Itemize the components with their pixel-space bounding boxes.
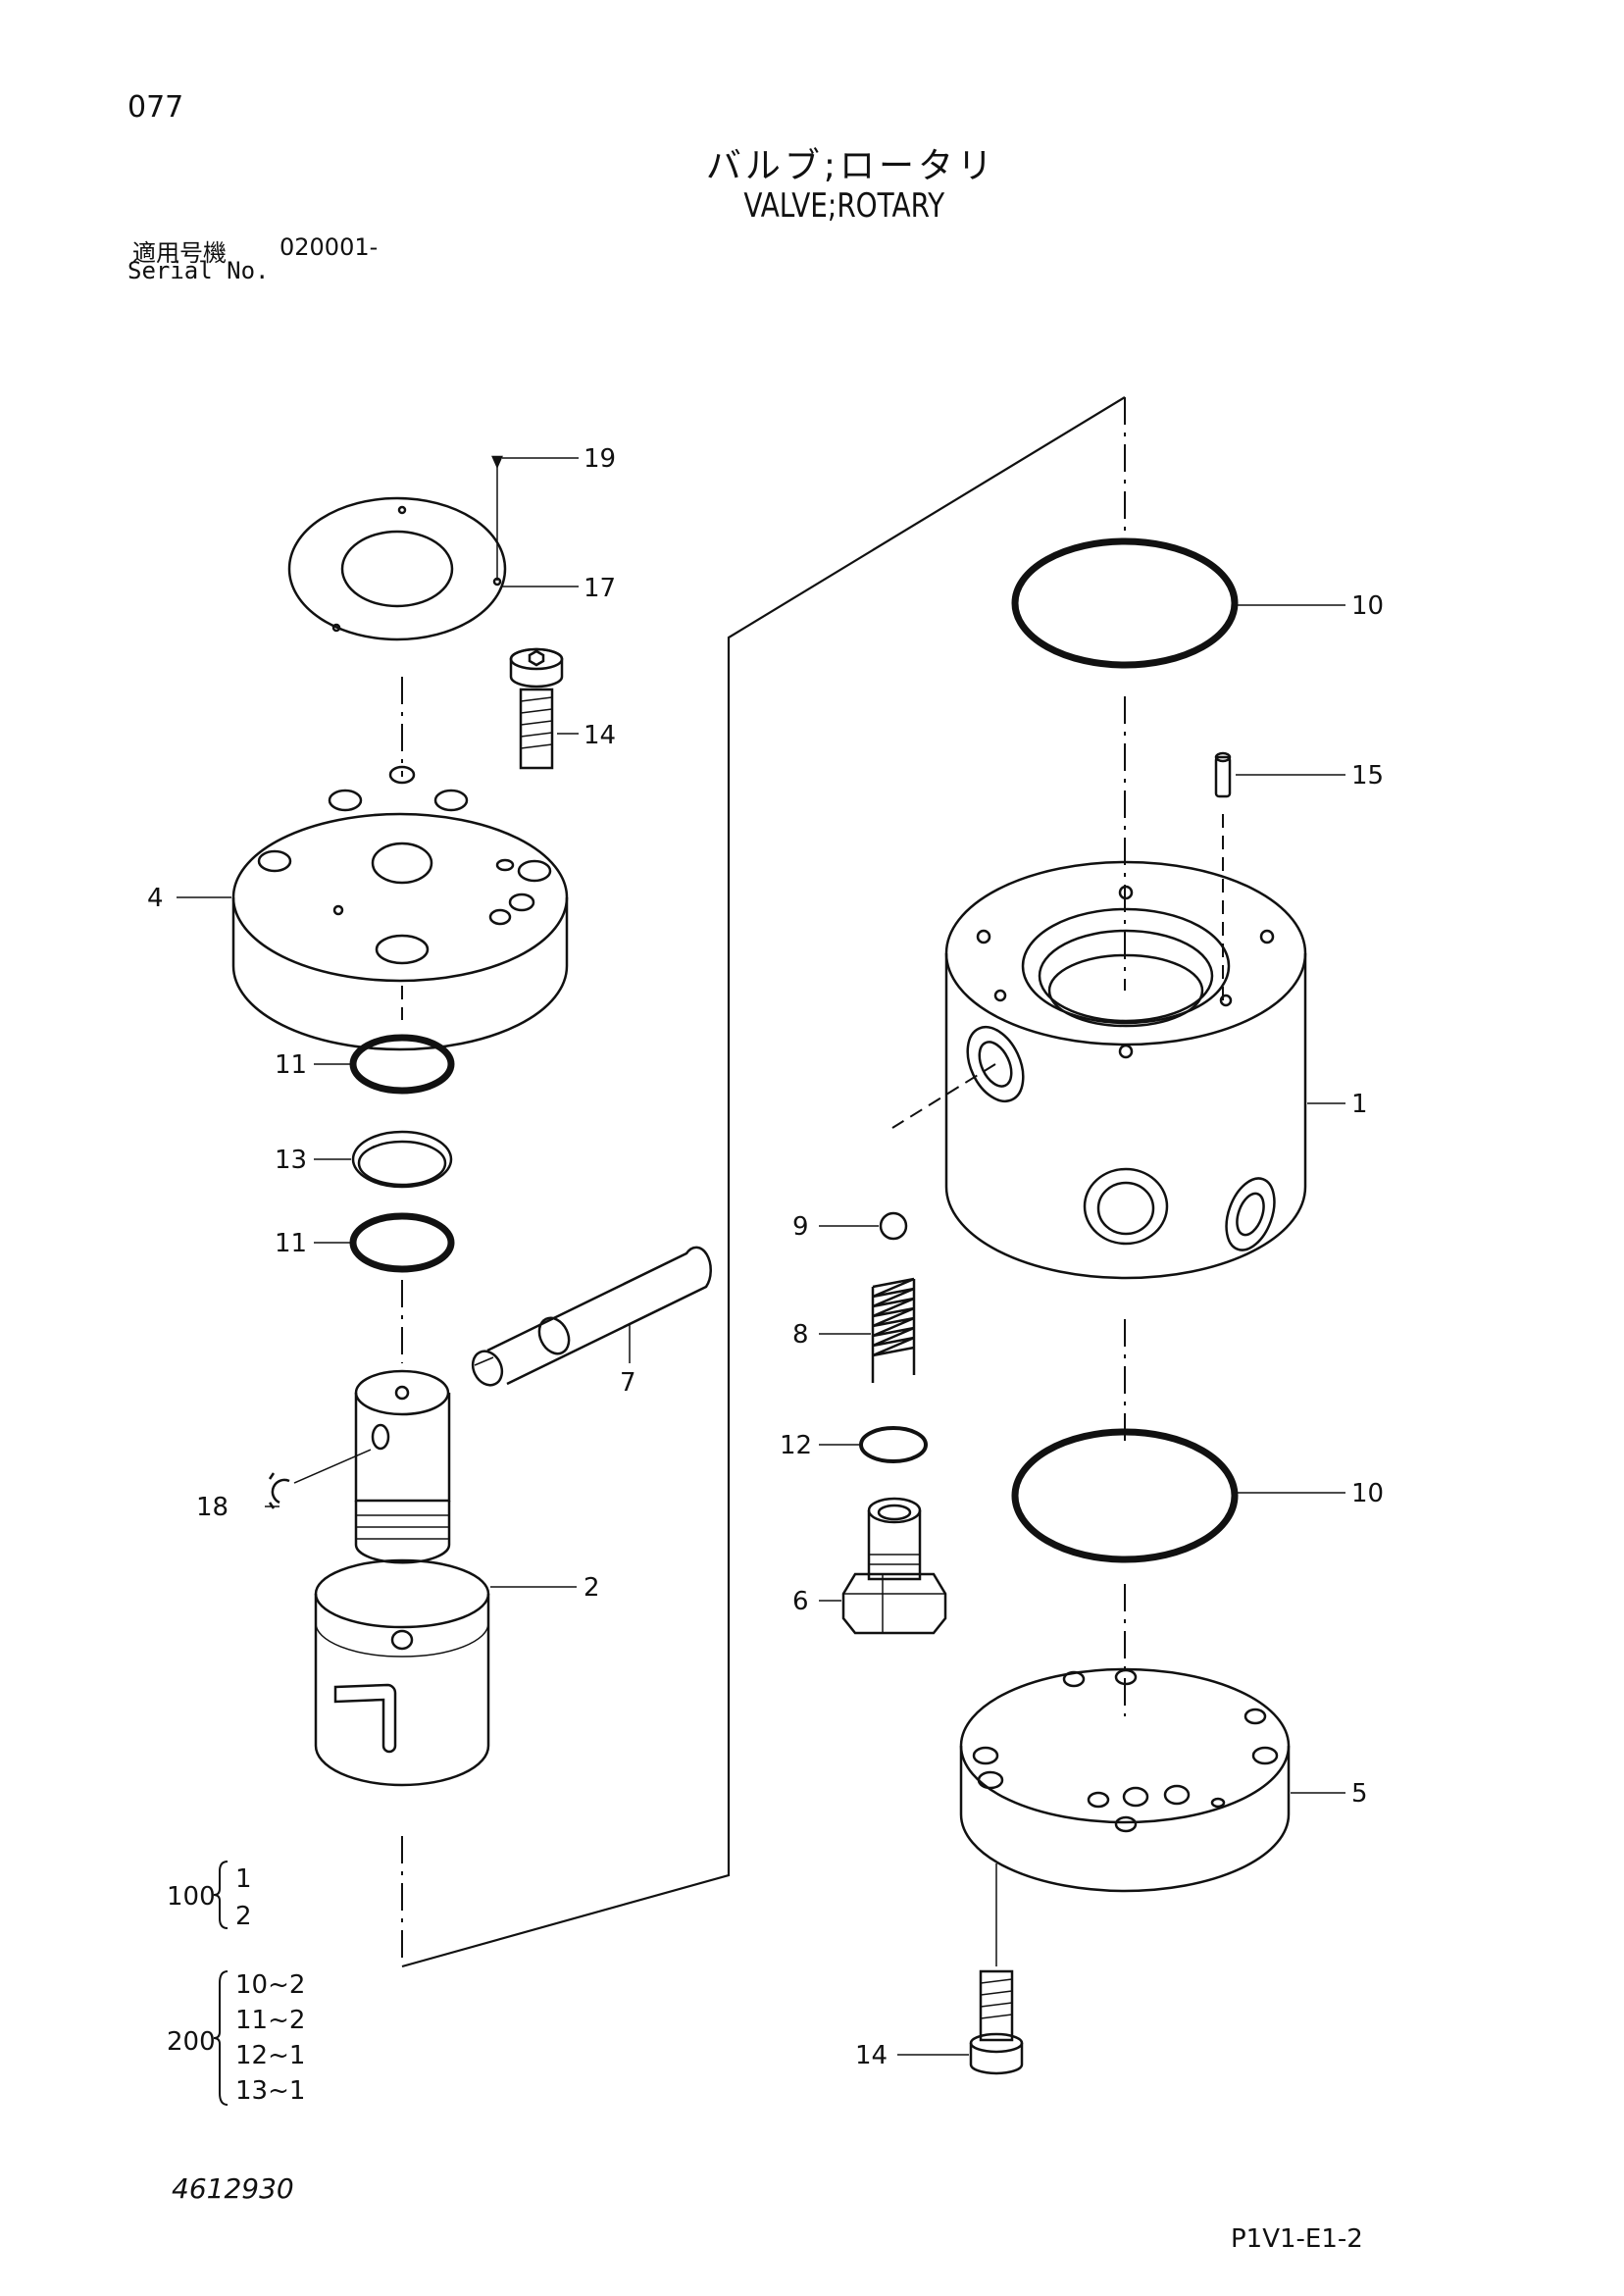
callout-13: 13 — [275, 1146, 307, 1175]
part-5-end-cover — [959, 1667, 1291, 1893]
part-13-backup-ring — [351, 1130, 453, 1189]
callout-12: 12 — [780, 1431, 812, 1460]
part-10-o-ring-lower — [1011, 1428, 1239, 1563]
part-18-snap-ring — [268, 1472, 290, 1509]
part-1-housing-body — [944, 860, 1307, 1280]
part-14-socket-bolt-upper — [509, 647, 564, 770]
part-9-check-ball — [879, 1211, 908, 1241]
callout-10-upper: 10 — [1351, 591, 1384, 621]
figure-code: P1V1-E1-2 — [1231, 2224, 1363, 2254]
callout-7: 7 — [620, 1368, 636, 1398]
part-14-socket-bolt-lower — [969, 1969, 1024, 2075]
title-english: VALVE;ROTARY — [743, 186, 945, 226]
part-12-small-o-ring — [859, 1426, 928, 1463]
part-2-spool-body — [314, 1369, 490, 1787]
callout-14-upper: 14 — [584, 721, 616, 750]
assembly-100-item: 1 — [235, 1864, 252, 1894]
callout-14-lower: 14 — [855, 2041, 888, 2070]
brace-200 — [213, 1970, 228, 2106]
callout-18: 18 — [196, 1493, 228, 1522]
document-number: 4612930 — [172, 2172, 294, 2205]
callout-4: 4 — [147, 884, 164, 913]
callout-6: 6 — [792, 1587, 809, 1616]
callout-11-lower: 11 — [275, 1229, 307, 1258]
serial-value: 020001- — [279, 233, 379, 261]
callout-10-lower: 10 — [1351, 1479, 1384, 1508]
page-number: 077 — [127, 90, 184, 125]
callout-2: 2 — [584, 1573, 600, 1603]
part-4-cover-plate — [231, 765, 569, 1051]
callout-15: 15 — [1351, 761, 1384, 791]
part-6-plug — [841, 1497, 947, 1635]
part-19-small-screw — [491, 455, 503, 581]
serial-label-english: Serial No. — [127, 257, 270, 284]
assembly-boundary-line — [401, 396, 1126, 1968]
part-11-o-ring-upper — [349, 1034, 455, 1095]
brace-100 — [213, 1861, 228, 1929]
part-11-o-ring-lower — [349, 1212, 455, 1273]
callout-8: 8 — [792, 1320, 809, 1350]
title-japanese: バルブ;ロータリ — [705, 146, 997, 186]
callout-5: 5 — [1351, 1779, 1368, 1809]
part-15-pin — [1214, 751, 1232, 798]
callout-1: 1 — [1351, 1090, 1368, 1119]
part-10-o-ring-upper — [1011, 537, 1239, 669]
assembly-100-code: 100 — [167, 1882, 216, 1912]
serial-label-japanese: 適用号機 — [132, 239, 227, 267]
assembly-100-item: 2 — [235, 1902, 252, 1931]
part-7-shaft-pin — [471, 1246, 712, 1387]
callout-11-upper: 11 — [275, 1050, 307, 1080]
callout-9: 9 — [792, 1212, 809, 1242]
part-8-spring — [871, 1277, 916, 1383]
assembly-200-item: 11~2 — [235, 2006, 305, 2035]
assembly-200-code: 200 — [167, 2027, 216, 2057]
part-17-gasket-plate — [287, 496, 507, 641]
assembly-200-item: 10~2 — [235, 1970, 305, 2000]
callout-17: 17 — [584, 574, 616, 603]
assembly-200-item: 13~1 — [235, 2076, 305, 2106]
assembly-200-item: 12~1 — [235, 2041, 305, 2070]
callout-19: 19 — [584, 444, 616, 474]
